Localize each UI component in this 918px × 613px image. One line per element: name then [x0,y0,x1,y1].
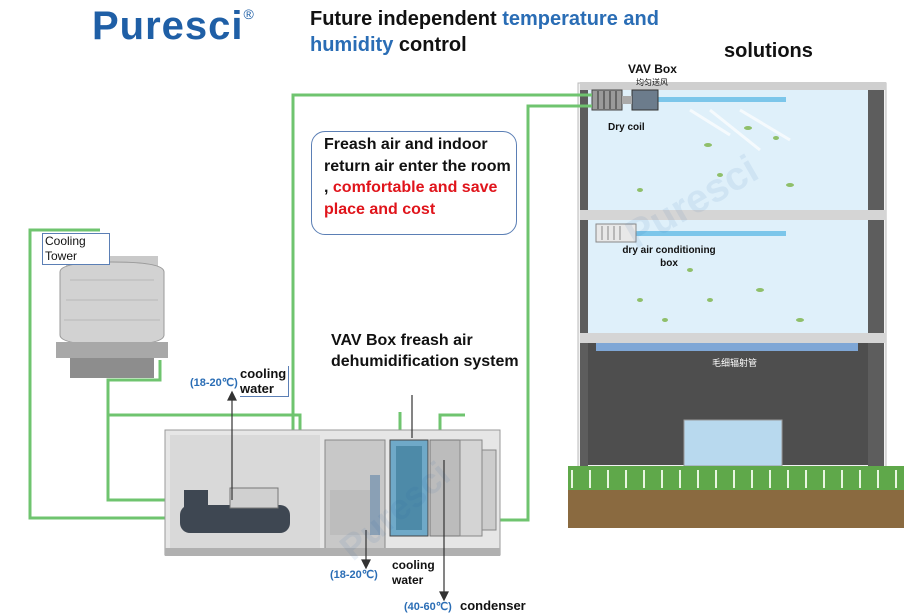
temp-bottom: (18-20℃) [330,569,378,581]
cooling-water-top-label: cooling water [240,366,289,397]
solutions-heading: solutions [724,40,813,62]
grass [568,466,904,490]
callout-bubble: Freash air and indoor return air enter t… [311,131,517,235]
dry-air-box-label: dry air conditioning box [622,245,716,269]
duct-floor-2 [595,223,786,243]
radiant-pipe-strip [596,343,858,351]
duct-floor-3 [591,89,791,152]
flow-arrows [227,390,449,602]
brand-logo: Puresci® [92,4,255,48]
condenser-label: condenser [460,598,526,613]
radiant-pipe-label: 毛细辐射管 [712,358,758,368]
system-title: VAV Box freash air dehumidification syst… [331,332,519,370]
vav-box-label: VAV Box [628,62,677,76]
cooling-tower-label: Cooling Tower [42,233,110,265]
cooling-tower [56,256,168,378]
leaves [637,126,804,322]
building [568,82,904,528]
soil [568,490,904,528]
dry-coil-label: Dry coil [608,122,645,133]
temp-condenser: (40-60℃) [404,601,452,613]
vav-box-cn-label: 均匀送风 [636,78,668,87]
cooling-water-bottom-label: cooling water [392,558,435,587]
door [683,419,783,467]
temp-top: (18-20℃) [190,377,238,389]
